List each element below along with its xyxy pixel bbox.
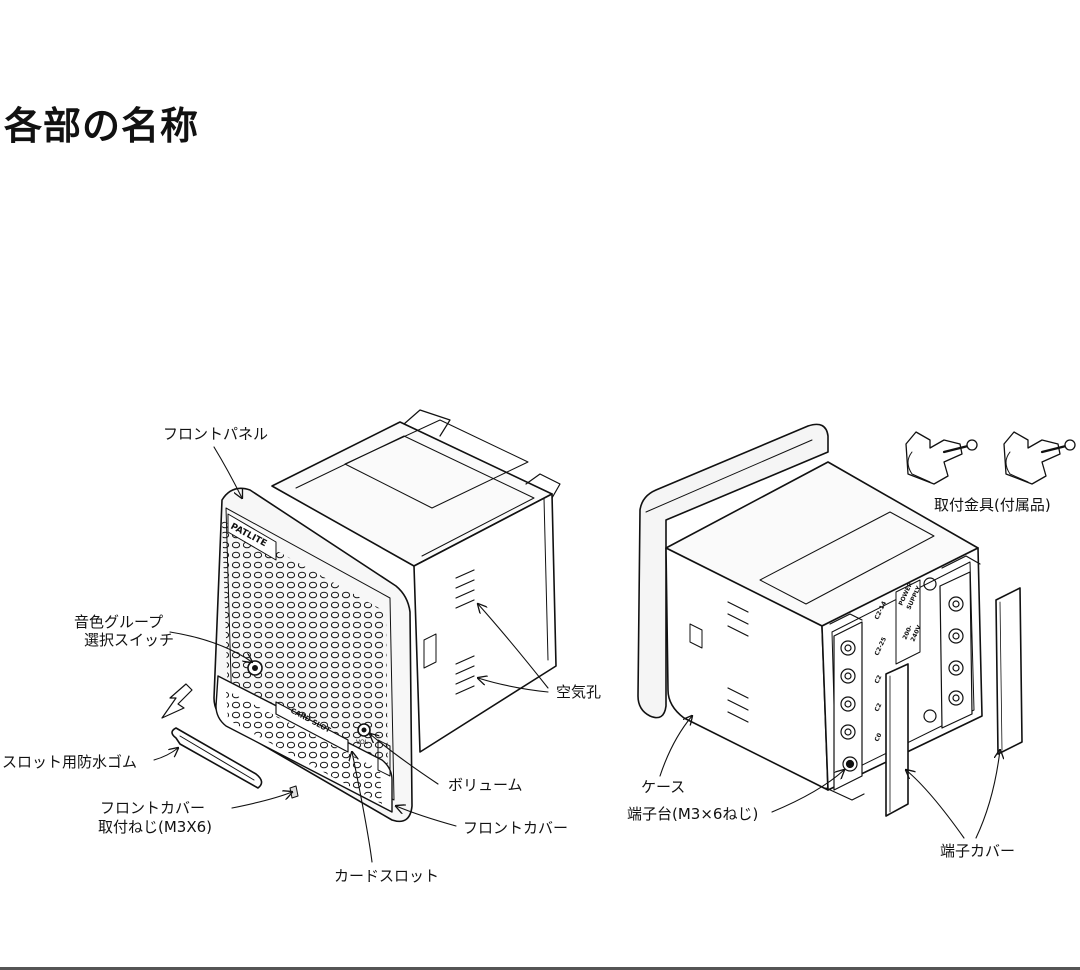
bottom-divider [0, 967, 1080, 970]
terminal-block-right [923, 555, 981, 729]
label-volume: ボリューム [448, 776, 523, 794]
label-terminal-cover: 端子カバー [940, 842, 1016, 860]
label-front-cover-screw-line1: フロントカバー [100, 799, 206, 817]
terminal-label: C2 [873, 674, 883, 685]
label-case: ケース [641, 778, 686, 796]
terminal-label: C0 [873, 732, 883, 743]
mounting-bracket [905, 431, 978, 485]
label-mounting-bracket: 取付金具(付属品) [934, 496, 1051, 514]
leader-lines [153, 446, 1000, 863]
label-tone-switch-line2: 選択スイッチ [84, 631, 175, 649]
label-front-cover: フロントカバー [463, 819, 569, 837]
front-device: PATLITE CARD SLOT VOL [161, 409, 561, 823]
vol-text: VOL [356, 739, 369, 746]
rear-device: POWER SUPPLY 200- 240V C2-14 C2-25 C2 C2… [637, 423, 1076, 817]
insert-arrow [161, 683, 193, 719]
terminal-cover-separate [995, 587, 1023, 755]
label-front-panel: フロントパネル [163, 425, 269, 443]
terminal-cover-inserted [885, 663, 909, 817]
rear-case-side [665, 547, 829, 791]
terminal-block-left [825, 613, 865, 801]
label-air-holes: 空気孔 [556, 683, 602, 701]
terminal-label: C2 [873, 702, 883, 713]
page-title: 各部の名称 [4, 104, 200, 148]
label-terminal-block: 端子台(M3×6ねじ) [627, 805, 759, 823]
label-tone-switch-line1: 音色グループ [74, 613, 164, 631]
label-front-cover-screw-line2: 取付ねじ(M3X6) [98, 818, 213, 836]
speaker-grille [222, 520, 388, 790]
mounting-bracket [1003, 431, 1076, 485]
card-slot [275, 701, 349, 753]
label-card-slot: カードスロット [334, 867, 440, 885]
rear-bezel [637, 423, 829, 719]
air-vents [455, 569, 475, 695]
label-slot-gasket: スロット用防水ゴム [2, 753, 138, 771]
case-side [413, 493, 557, 753]
